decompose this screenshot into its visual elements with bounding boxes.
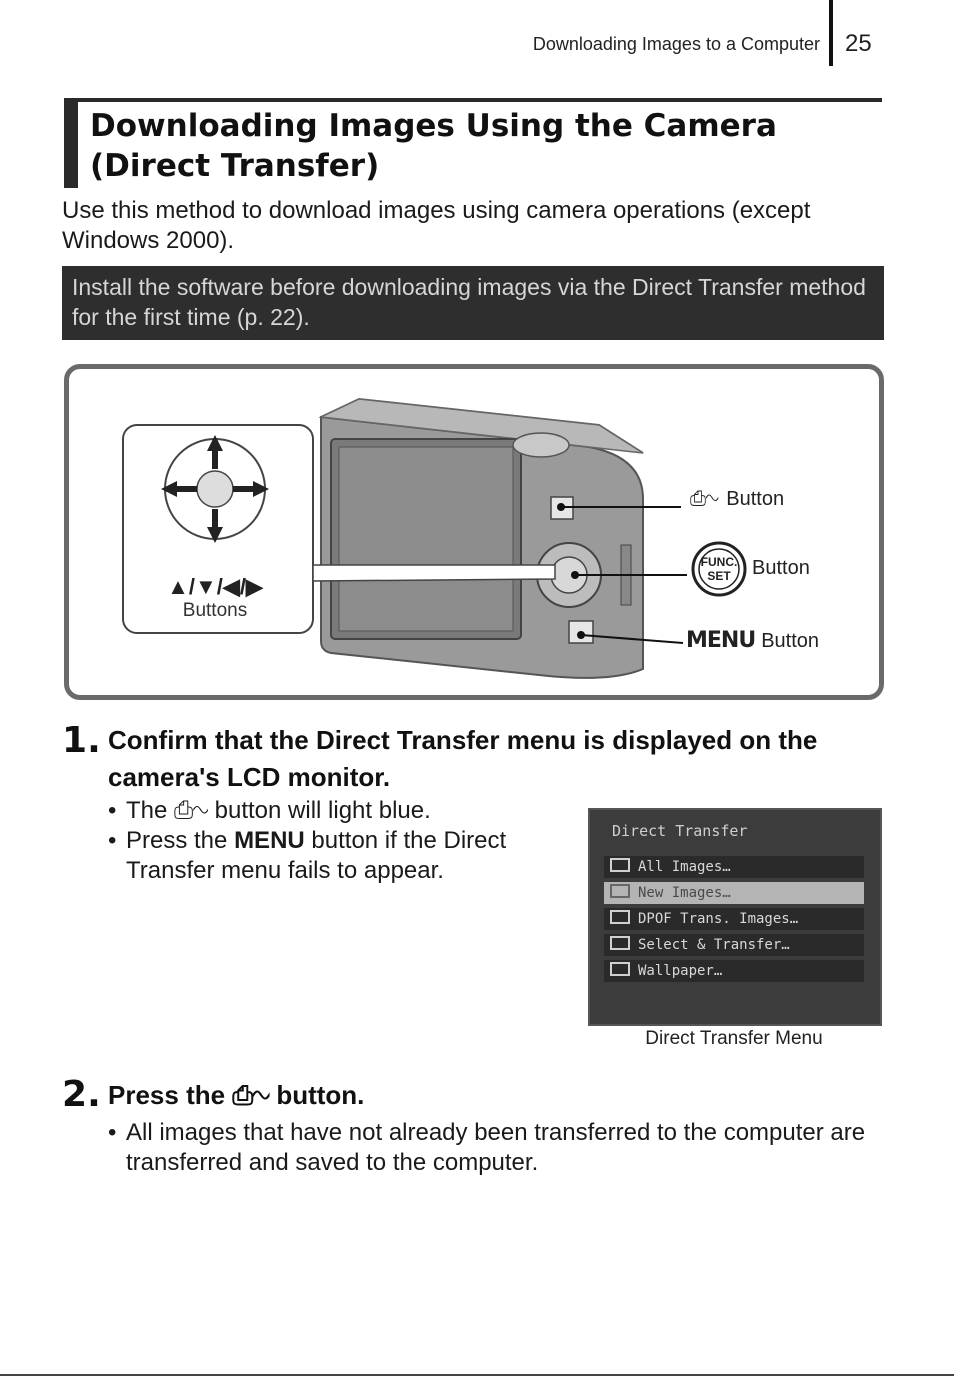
- step2-number: 2.: [62, 1074, 101, 1115]
- menu-word: MENU: [686, 628, 756, 653]
- bottom-rule: [0, 1374, 954, 1376]
- wallpaper-icon: [610, 962, 630, 976]
- lcd-menu-item: New Images…: [604, 882, 864, 904]
- section-marker-bar: [64, 98, 78, 188]
- lcd-menu-screenshot: Direct Transfer All Images… New Images… …: [588, 808, 882, 1026]
- lcd-title: Direct Transfer: [612, 822, 748, 840]
- lcd-menu-item: Select & Transfer…: [604, 934, 864, 956]
- dial-inset: [122, 424, 556, 634]
- lcd-menu-item: DPOF Trans. Images…: [604, 908, 864, 930]
- section-title-line2: (Direct Transfer): [90, 148, 380, 184]
- lcd-caption: Direct Transfer Menu: [645, 1028, 823, 1049]
- print-button-word: Button: [726, 488, 785, 510]
- lcd-menu-item: Wallpaper…: [604, 960, 864, 982]
- header-divider: [829, 0, 833, 66]
- section-rule: [64, 98, 882, 102]
- transfer-icon: [610, 858, 630, 872]
- transfer-icon: [610, 884, 630, 898]
- print-share-icon: ⎙∿: [174, 797, 208, 824]
- print-share-icon: ⎙∿: [232, 1080, 270, 1110]
- step2-bullets: All images that have not already been tr…: [108, 1118, 868, 1178]
- page-number: 25: [845, 30, 872, 57]
- dial-arrows-icon: ▲/▼/◀/▶: [167, 574, 263, 599]
- list-item: All images that have not already been tr…: [108, 1118, 868, 1178]
- print-share-icon: ⎙∿: [690, 488, 719, 510]
- step1-bullets: The ⎙∿ button will light blue. Press the…: [108, 796, 568, 886]
- menu-button-word: Button: [761, 630, 820, 652]
- section-title-line1: Downloading Images Using the Camera: [90, 108, 777, 144]
- intro-paragraph: Use this method to download images using…: [62, 197, 811, 254]
- func-set-badge: FUNC. SET: [691, 541, 747, 597]
- transfer-icon: [610, 936, 630, 950]
- running-header: Downloading Images to a Computer: [532, 34, 820, 54]
- notice-text: Install the software before downloading …: [72, 274, 866, 330]
- step1-title: Confirm that the Direct Transfer menu is…: [108, 725, 818, 792]
- list-item: The ⎙∿ button will light blue.: [108, 796, 568, 826]
- menu-word: MENU: [234, 827, 305, 854]
- camera-illustration: FUNC. SET: [122, 397, 747, 679]
- menu-leader-line: [580, 634, 684, 644]
- func-badge-top: FUNC.: [701, 555, 738, 569]
- step1-number: 1.: [62, 720, 101, 761]
- section-title: Downloading Images Using the Camera (Dir…: [90, 106, 880, 186]
- dial-caption: Buttons: [182, 600, 248, 621]
- func-set-button-label: Button: [752, 557, 810, 579]
- print-share-button-label: ⎙∿ Button: [690, 488, 784, 511]
- notice-box: Install the software before downloading …: [62, 266, 884, 340]
- step2-title: Press the ⎙∿ button.: [108, 1080, 365, 1110]
- lcd-menu-item: All Images…: [604, 856, 864, 878]
- func-badge-bottom: SET: [707, 569, 731, 583]
- camera-figure: FUNC. SET: [64, 364, 884, 700]
- checkbox-icon: [610, 910, 630, 924]
- list-item: Press the MENU button if the Direct Tran…: [108, 826, 568, 886]
- camera-body: [318, 397, 644, 679]
